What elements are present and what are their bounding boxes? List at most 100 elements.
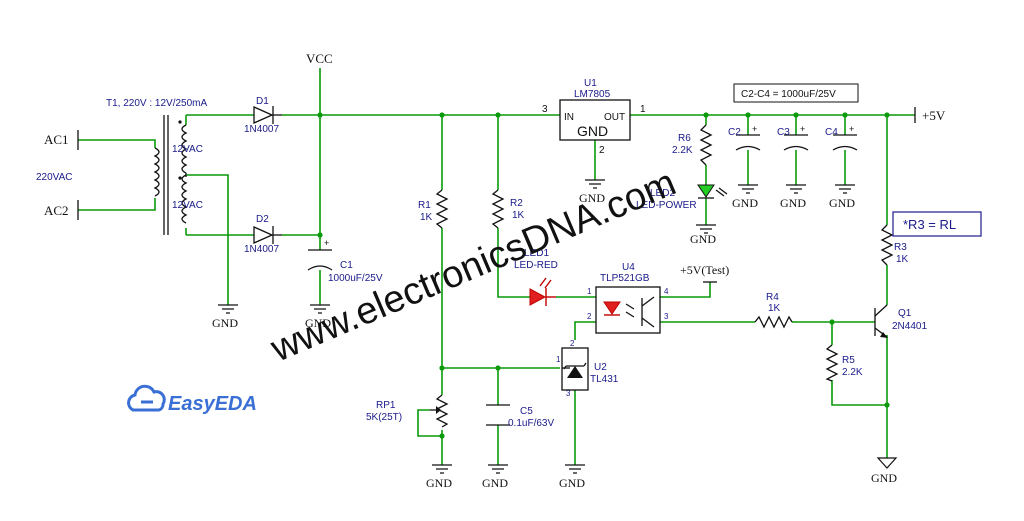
- note-r3-text: *R3 = RL: [903, 217, 956, 232]
- r4-label: R4: [766, 292, 779, 303]
- gnd-label-c2: GND: [732, 196, 758, 210]
- gnd-label-u1: GND: [579, 191, 605, 205]
- junction-dots: [317, 112, 890, 439]
- u4-pin4: 4: [664, 287, 669, 296]
- diode-d1: [253, 105, 282, 125]
- vac220-label: 220VAC: [36, 172, 73, 183]
- u4-label: U4: [622, 262, 635, 273]
- optocoupler-u4: [595, 286, 661, 334]
- r6-label: R6: [678, 133, 691, 144]
- diode-d2: [253, 225, 282, 245]
- q1-label: Q1: [898, 308, 912, 319]
- d1-label: D1: [256, 96, 269, 107]
- gnd-symbol-c4: [835, 184, 855, 194]
- r2-value: 1K: [512, 210, 525, 221]
- gnd-symbol-c3: [786, 184, 806, 194]
- ac1-label: AC1: [44, 132, 69, 147]
- u1-pin1: 1: [640, 104, 646, 115]
- d2-value: 1N4007: [244, 244, 279, 255]
- c4-label: C4: [825, 127, 838, 138]
- capacitor-c5: [486, 404, 510, 426]
- u2-label: U2: [594, 362, 607, 373]
- u2-value: TL431: [590, 374, 619, 385]
- d2-label: D2: [256, 214, 269, 225]
- led2-value: LED-POWER: [636, 200, 697, 211]
- r3-value: 1K: [896, 254, 909, 265]
- r5-value: 2.2K: [842, 367, 863, 378]
- rp1-label: RP1: [376, 400, 396, 411]
- capacitor-c2: +: [735, 124, 761, 151]
- gnd-symbol-center-tap: [218, 304, 238, 314]
- c3-label: C3: [777, 127, 790, 138]
- resistor-r3: [880, 224, 894, 266]
- u1-in-label: IN: [564, 112, 574, 123]
- u1-pin3: 3: [542, 104, 548, 115]
- led2-power: [697, 184, 728, 199]
- svg-text:+: +: [800, 124, 805, 134]
- note-capacitors-text: C2-C4 = 1000uF/25V: [741, 89, 836, 100]
- u4-pin3: 3: [664, 312, 669, 321]
- note-box-r3: *R3 = RL: [892, 211, 982, 237]
- c5-label: C5: [520, 406, 533, 417]
- vcc-label: VCC: [306, 51, 333, 66]
- gnd-symbol-led2: [696, 224, 716, 234]
- gnd-symbol-u1: [585, 179, 605, 189]
- wires: [78, 68, 915, 465]
- shunt-regulator-u2: [561, 347, 589, 391]
- led2-label: LED2: [650, 188, 675, 199]
- capacitor-c1: +: [307, 238, 333, 271]
- r2-label: R2: [510, 198, 523, 209]
- u1-label: U1: [584, 78, 597, 89]
- u1-pin2: 2: [599, 145, 605, 156]
- resistor-r2: [491, 189, 505, 229]
- r3-label: R3: [894, 242, 907, 253]
- vac12-top-label: 12VAC: [172, 144, 203, 155]
- q1-value: 2N4401: [892, 321, 927, 332]
- r4-value: 1K: [768, 303, 781, 314]
- gnd-label-led2: GND: [690, 232, 716, 246]
- gnd-label-q1: GND: [871, 471, 897, 485]
- gnd-label-c1: GND: [305, 316, 331, 330]
- ac2-label: AC2: [44, 203, 69, 218]
- r6-value: 2.2K: [672, 145, 693, 156]
- regulator-u1: [559, 99, 631, 141]
- r5-label: R5: [842, 355, 855, 366]
- gnd-symbol-c1: [310, 304, 330, 314]
- u1-gnd-label: GND: [577, 123, 608, 139]
- r1-value: 1K: [420, 212, 433, 223]
- plus5v-test-label: +5V(Test): [680, 263, 729, 277]
- resistor-r4: [754, 315, 793, 329]
- c1-label: C1: [340, 260, 353, 271]
- gnd-label-c3: GND: [780, 196, 806, 210]
- gnd-symbol-c2: [738, 184, 758, 194]
- u4-value: TLP521GB: [600, 273, 650, 284]
- capacitor-c3: +: [783, 124, 809, 151]
- capacitor-c4: +: [832, 124, 858, 151]
- transformer-t1: [153, 115, 188, 235]
- vac12-bot-label: 12VAC: [172, 200, 203, 211]
- svg-text:+: +: [849, 124, 854, 134]
- gnd-label-rp1: GND: [426, 476, 452, 490]
- t1-label: T1, 220V : 12V/250mA: [106, 98, 208, 109]
- rp1-value: 5K(25T): [366, 412, 402, 423]
- plus5v-label: +5V: [922, 108, 946, 123]
- c5-value: 0.1uF/63V: [508, 418, 554, 429]
- u4-pin2: 2: [587, 312, 592, 321]
- cloud-icon: [127, 384, 166, 412]
- gnd-symbol-q1: [876, 457, 898, 469]
- u2-pin2: 2: [570, 339, 575, 348]
- svg-text:+: +: [752, 124, 757, 134]
- gnd-symbol-u2: [565, 464, 585, 474]
- watermark-text: www.electronicsDNA.com: [264, 162, 682, 371]
- r1-label: R1: [418, 200, 431, 211]
- transistor-q1: [874, 304, 888, 338]
- u2-pin1: 1: [556, 355, 561, 364]
- labels: VCC +5V +5V(Test) AC1 AC2 220VAC 12VAC 1…: [36, 51, 946, 490]
- resistor-r6: [699, 124, 713, 166]
- note-box-capacitors: C2-C4 = 1000uF/25V: [733, 83, 859, 103]
- led1-red: [529, 277, 556, 306]
- gnd-symbol-rp1: [432, 464, 452, 474]
- c2-label: C2: [728, 127, 741, 138]
- ground-symbols: [218, 179, 898, 474]
